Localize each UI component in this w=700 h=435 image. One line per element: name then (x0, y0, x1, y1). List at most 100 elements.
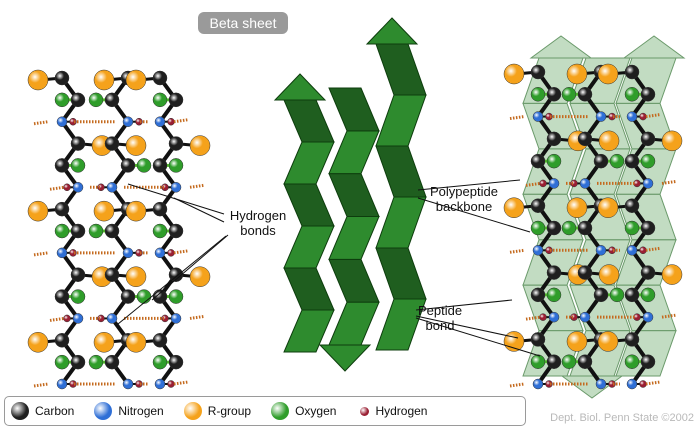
hydrogen-atom (135, 249, 143, 257)
oxygen-atom (88, 354, 104, 370)
hydrogen-atom (545, 246, 553, 255)
carbon-atom (577, 87, 593, 102)
carbon-atom (70, 92, 86, 108)
ghost-ribbon-arrowhead (622, 35, 686, 59)
carbon-atom (120, 158, 136, 173)
hydrogen-bond (173, 380, 189, 386)
polypeptide-backbone-label: Polypeptide backbone (430, 184, 498, 214)
carbon-atom (577, 354, 593, 369)
r-group-atom (93, 332, 115, 353)
ribbon-segment (328, 130, 380, 175)
hydrogen-atom (161, 183, 169, 192)
carbon-atom (168, 354, 184, 370)
ribbon-segment (328, 301, 380, 346)
nitrogen-atom (548, 311, 560, 323)
r-group-atom (93, 69, 115, 91)
nitrogen-atom (56, 247, 68, 259)
carbon-atom (70, 354, 86, 370)
ribbon-segment (328, 216, 380, 260)
r-group-atom (125, 200, 147, 222)
oxygen-atom (530, 220, 546, 236)
hydrogen-atom (63, 314, 71, 323)
ribbon-segment (283, 141, 335, 185)
hydrogen-bond (33, 120, 49, 126)
carbon-atom (546, 220, 562, 236)
hydrogen-atom (63, 183, 71, 192)
nitrogen-atom (595, 378, 607, 390)
r-group-atom (189, 135, 211, 156)
carbon-atom (624, 287, 640, 303)
r-group-atom (598, 264, 620, 285)
r-group-atom (566, 197, 588, 218)
hydrogen-bond (509, 382, 525, 388)
carbon-atom (624, 332, 640, 347)
nitrogen-atom (106, 313, 118, 324)
ribbon-segment (375, 94, 427, 147)
r-group-icon (183, 402, 202, 420)
hydrogen-bond (509, 115, 525, 121)
oxygen-atom (530, 87, 546, 102)
hydrogen-bond (525, 315, 541, 321)
nitrogen-atom (72, 313, 84, 324)
oxygen-atom (152, 92, 168, 108)
r-group-atom (27, 69, 49, 91)
ghost-ribbon-arrowhead (560, 375, 624, 399)
ribbon-segment (328, 258, 380, 303)
nitrogen-atom (170, 313, 182, 324)
nitrogen-atom (595, 111, 607, 122)
carbon-atom (624, 198, 640, 213)
r-group-atom (125, 69, 147, 91)
hydrogen-atom (97, 314, 105, 323)
carbon-atom (640, 131, 656, 147)
nitrogen-atom (626, 245, 638, 256)
nitrogen-atom (595, 245, 607, 256)
hydrogen-atom (97, 183, 105, 192)
oxygen-atom (70, 289, 86, 304)
legend-item-r-group: R-group (183, 402, 251, 420)
carbon-atom (640, 354, 656, 369)
hydrogen-atom (539, 179, 547, 188)
hydrogen-atom (69, 117, 77, 126)
ribbon-segment (283, 267, 335, 311)
carbon-atom (168, 267, 184, 282)
oxygen-atom (561, 354, 577, 369)
hydrogen-atom (135, 380, 143, 388)
oxygen-atom (54, 223, 70, 239)
hydrogen-atom (539, 313, 547, 321)
nitrogen-atom (106, 182, 118, 193)
carbon-atom (104, 354, 120, 370)
oxygen-atom (136, 289, 152, 304)
carbon-atom (152, 70, 168, 86)
r-group-atom (661, 130, 683, 152)
hydrogen-bond (49, 185, 65, 191)
ribbon-segment (283, 99, 335, 143)
nitrogen-atom (170, 182, 182, 193)
nitrogen-atom (122, 247, 134, 259)
carbon-atom (577, 220, 593, 236)
hydrogen-bond (189, 183, 205, 189)
hydrogen-bond (173, 249, 189, 255)
label-pointer-line (417, 197, 531, 233)
hydrogen-atom (545, 112, 553, 121)
legend-label: Oxygen (295, 404, 337, 418)
nitrogen-atom (56, 378, 68, 390)
carbon-atom (54, 201, 70, 217)
carbon-atom (593, 287, 609, 303)
label-pointer-line (415, 317, 541, 357)
carbon-atom (624, 153, 640, 169)
carbon-atom (577, 131, 593, 147)
hydrogen-atom (69, 380, 77, 388)
r-group-atom (597, 63, 619, 85)
carbon-atom (640, 220, 656, 236)
legend-item-hydrogen: Hydrogen (356, 404, 427, 418)
carbon-atom (546, 87, 562, 102)
oxygen-atom (624, 220, 640, 236)
carbon-atom (546, 265, 562, 280)
hydrogen-atom (608, 112, 616, 121)
hydrogen-bond (33, 382, 49, 388)
hydrogen-atom (633, 179, 641, 188)
carbon-atom (152, 158, 168, 173)
diagram-title: Beta sheet (198, 12, 288, 34)
nitrogen-atom (122, 116, 134, 127)
